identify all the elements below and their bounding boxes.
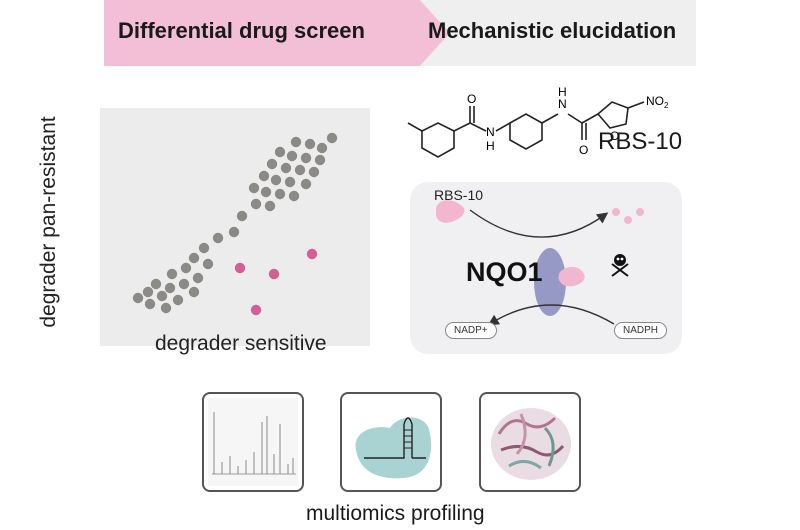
resistant-compound-dot bbox=[288, 190, 300, 202]
header-banner bbox=[104, 0, 696, 66]
amide-hydrogen-1: H bbox=[486, 139, 495, 153]
amide-nitrogen-2: N bbox=[558, 97, 567, 111]
resistant-compound-dot bbox=[150, 278, 162, 290]
nqo1-enzyme bbox=[534, 248, 566, 316]
sensitive-compound-dot bbox=[250, 304, 262, 316]
profiling-label: multiomics profiling bbox=[306, 502, 485, 525]
drug-screen-scatter bbox=[100, 108, 370, 346]
amide-hydrogen-2: H bbox=[558, 85, 567, 99]
resistant-compound-dot bbox=[286, 150, 298, 162]
product-dot bbox=[636, 208, 644, 216]
resistant-compound-dot bbox=[270, 174, 282, 186]
resistant-compound-dot bbox=[274, 146, 286, 158]
resistant-compound-dot bbox=[314, 154, 326, 166]
resistant-compound-dot bbox=[180, 262, 192, 274]
resistant-compound-dot bbox=[144, 298, 156, 310]
product-dot bbox=[612, 208, 620, 216]
resistant-compound-dot bbox=[264, 200, 276, 212]
resistant-compound-dot bbox=[202, 258, 214, 270]
resistant-compound-dot bbox=[300, 178, 312, 190]
resistant-compound-dot bbox=[250, 198, 262, 210]
resistant-compound-dot bbox=[228, 226, 240, 238]
rna-hairpin-icon bbox=[355, 417, 432, 479]
resistant-compound-dot bbox=[284, 176, 296, 188]
resistant-compound-dot bbox=[326, 132, 338, 144]
enzyme-label: NQO1 bbox=[466, 257, 543, 287]
reaction-arrow-bottom bbox=[487, 304, 615, 326]
resistant-compound-dot bbox=[236, 210, 248, 222]
resistant-compound-dot bbox=[172, 294, 184, 306]
resistant-compound-dot bbox=[166, 268, 178, 280]
resistant-compound-dot bbox=[274, 188, 286, 200]
resistant-compound-dot bbox=[160, 302, 172, 314]
banner-right-segment bbox=[420, 0, 696, 66]
resistant-compound-dot bbox=[132, 292, 144, 304]
bound-substrate bbox=[558, 266, 585, 287]
product-dot bbox=[624, 216, 632, 224]
sensitive-compound-dot bbox=[306, 248, 318, 260]
nadp-label: NADP+ bbox=[445, 322, 497, 339]
compound-name: RBS-10 bbox=[598, 128, 683, 155]
substrate-label: RBS-10 bbox=[434, 187, 484, 203]
tile-protein bbox=[479, 392, 581, 492]
resistant-compound-dot bbox=[188, 286, 200, 298]
resistant-compound-dot bbox=[258, 170, 270, 182]
resistant-compound-dot bbox=[248, 182, 260, 194]
nitro-group: NO2 bbox=[646, 94, 669, 110]
resistant-compound-dot bbox=[192, 272, 204, 284]
resistant-compound-dot bbox=[260, 186, 272, 198]
tile-rna bbox=[340, 392, 442, 492]
resistant-compound-dot bbox=[212, 232, 224, 244]
resistant-compound-dot bbox=[164, 282, 176, 294]
resistant-compound-dot bbox=[300, 152, 312, 164]
protein-structure-icon bbox=[491, 408, 571, 480]
amide-nitrogen-1: N bbox=[486, 125, 495, 139]
resistant-compound-dot bbox=[294, 164, 306, 176]
reaction-arrow-top bbox=[469, 209, 609, 238]
banner-left-label: Differential drug screen bbox=[118, 18, 365, 43]
amide-oxygen-1: O bbox=[467, 92, 476, 106]
sensitive-compound-dot bbox=[268, 268, 280, 280]
sensitive-compound-dot bbox=[234, 262, 246, 274]
scatter-y-label: degrader pan-resistant bbox=[37, 116, 60, 328]
nadph-label: NADPH bbox=[614, 322, 668, 339]
resistant-compound-dot bbox=[304, 138, 316, 150]
banner-left-segment bbox=[104, 0, 450, 66]
resistant-compound-dot bbox=[280, 162, 292, 174]
nqo1-mechanism bbox=[436, 200, 644, 326]
resistant-compound-dot bbox=[178, 278, 190, 290]
resistant-compound-dot bbox=[156, 290, 168, 302]
resistant-compound-dot bbox=[188, 252, 200, 264]
resistant-compound-dot bbox=[142, 286, 154, 298]
furan-oxygen: O bbox=[610, 129, 619, 143]
resistant-compound-dot bbox=[198, 242, 210, 254]
tile-mass-spectrum bbox=[202, 392, 304, 492]
resistant-compound-dot bbox=[266, 158, 278, 170]
skull-crossbones-icon bbox=[611, 254, 629, 277]
resistant-compound-dot bbox=[290, 136, 302, 148]
scatter-x-label: degrader sensitive bbox=[155, 332, 327, 355]
resistant-compound-dot bbox=[316, 142, 328, 154]
mass-spectrum-icon bbox=[208, 398, 298, 486]
amide-oxygen-2: O bbox=[579, 143, 588, 157]
substrate-drop bbox=[436, 200, 465, 223]
rbs10-structure: O N H N H O O NO2 bbox=[407, 85, 669, 158]
banner-right-label: Mechanistic elucidation bbox=[428, 18, 677, 43]
resistant-compound-dot bbox=[308, 166, 320, 178]
